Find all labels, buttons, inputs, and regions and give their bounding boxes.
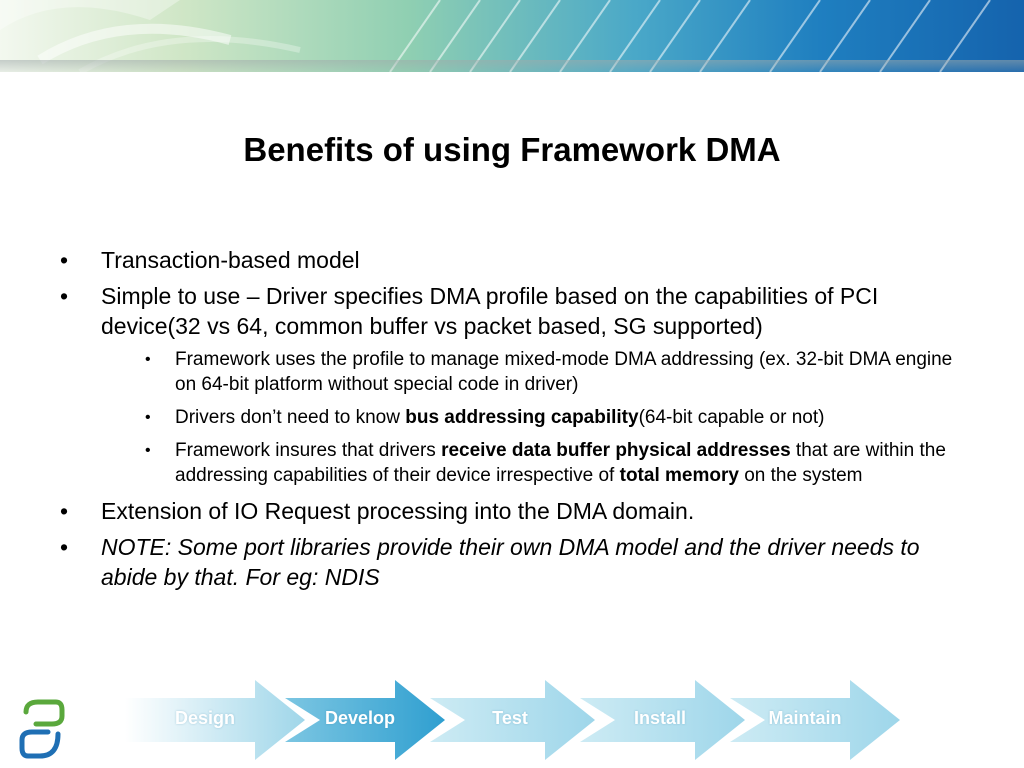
bullet-item: • Extension of IO Request processing int… — [60, 496, 970, 526]
sub-bullet-emphasis: receive data buffer physical addresses — [441, 440, 791, 461]
bullet-marker: • — [60, 283, 69, 309]
logo-icon — [19, 699, 65, 759]
flow-arrows — [125, 680, 900, 760]
bullet-marker: • — [60, 247, 69, 273]
sub-bullet-text-after: (64-bit capable or not) — [638, 407, 825, 428]
bullet-text: Extension of IO Request processing into … — [101, 498, 695, 524]
arrow-install — [580, 680, 745, 760]
sub-bullet-item: • Framework insures that drivers receive… — [145, 438, 970, 488]
sub-bullet-emphasis: total memory — [619, 465, 739, 486]
bullet-marker: • — [60, 498, 69, 524]
sub-bullet-marker: • — [145, 409, 151, 426]
sub-bullet-text-before: Drivers don’t need to know — [175, 407, 406, 428]
bullet-marker: • — [60, 534, 69, 560]
bullet-item: • Transaction-based model — [60, 245, 970, 275]
bullet-text: Transaction-based model — [101, 247, 360, 273]
sub-bullet-text-before: Framework insures that drivers — [175, 440, 442, 461]
sub-bullet-text-middle: that are within the addressing capabilit… — [175, 440, 946, 486]
bullet-text: Simple to use – Driver specifies DMA pro… — [101, 283, 879, 339]
arrow-design — [125, 680, 305, 760]
bullet-item: • NOTE: Some port libraries provide thei… — [60, 532, 970, 592]
lifecycle-flow: Design Develop Test Install Maintain — [125, 680, 915, 760]
arrow-maintain — [730, 680, 900, 760]
stage-develop: Develop — [324, 708, 396, 728]
bullet-item: • Simple to use – Driver specifies DMA p… — [60, 281, 970, 341]
slide-body: • Transaction-based model • Simple to us… — [60, 245, 970, 598]
sub-bullet-text: Framework uses the profile to manage mix… — [175, 349, 953, 395]
arrow-test — [430, 680, 595, 760]
arrow-develop — [285, 680, 445, 760]
sub-bullet-item: • Framework uses the profile to manage m… — [145, 347, 970, 397]
header-banner — [0, 0, 1024, 72]
sub-bullet-text-after: on the system — [738, 465, 863, 486]
sub-bullet-marker: • — [145, 442, 151, 459]
note-text: NOTE: Some port libraries provide their … — [101, 534, 920, 590]
banner-shadow — [0, 60, 1024, 72]
stage-install: Install — [633, 708, 686, 728]
slide-title: Benefits of using Framework DMA — [243, 131, 781, 168]
sub-bullet-marker: • — [145, 351, 151, 368]
stage-design: Design — [174, 708, 235, 728]
stage-maintain: Maintain — [768, 708, 842, 728]
sub-bullet-emphasis: bus addressing capability — [405, 407, 639, 428]
stage-test: Test — [492, 708, 528, 728]
sub-bullet-item: • Drivers don’t need to know bus address… — [145, 405, 970, 430]
